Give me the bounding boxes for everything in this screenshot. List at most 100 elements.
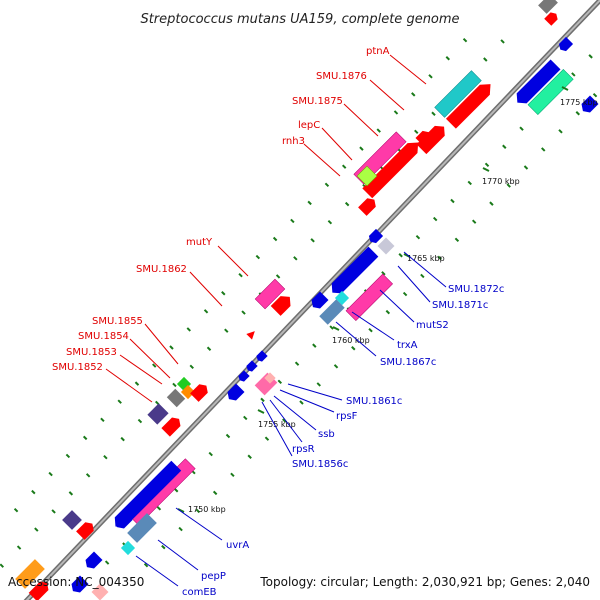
gene-pepP-feature[interactable] [127, 513, 157, 543]
track-dot [454, 237, 460, 243]
gene-label[interactable]: rnh3 [282, 136, 341, 177]
track-dot [156, 506, 162, 511]
gene-rnh3-feature[interactable] [415, 128, 434, 147]
gene-comEB-feature[interactable] [120, 540, 136, 556]
gene-mutY-feature[interactable] [254, 278, 296, 320]
gene-label[interactable]: ptnA [366, 46, 427, 85]
gene-1776b-feature[interactable] [579, 95, 599, 116]
gene-1750-forward-feature[interactable] [128, 458, 196, 526]
gene-1745b-feature[interactable] [28, 579, 52, 600]
track-dot [310, 238, 315, 243]
gene-SMU1871c-feature[interactable] [377, 237, 395, 255]
gene-SMU1876-feature[interactable] [416, 122, 449, 155]
track-dot [243, 415, 248, 421]
gene-label[interactable]: SMU.1871c [397, 265, 488, 311]
track-dot [368, 327, 373, 333]
track-dot [519, 126, 524, 131]
track-dot [104, 560, 110, 565]
gene-label[interactable]: SMU.1861c [287, 383, 402, 407]
track-dot [186, 327, 191, 332]
gene-label[interactable]: SMU.1862 [136, 264, 223, 307]
gene-label[interactable]: rpsF [279, 389, 358, 422]
gene-SMU1852-feature[interactable] [147, 403, 169, 425]
gene-label[interactable]: pepP [157, 539, 226, 582]
gene-SMU1872c-feature[interactable] [327, 246, 379, 298]
gene-uvrA-feature[interactable] [111, 460, 182, 532]
gene-1778b-feature[interactable] [544, 10, 560, 26]
gene-1776-feature[interactable] [557, 36, 574, 53]
track-dot [225, 433, 231, 439]
gene-label[interactable]: comEB [135, 555, 217, 598]
gene-label-text: SMU.1872c [448, 284, 504, 295]
gene-label-text: SMU.1861c [346, 396, 402, 407]
gene-1778-feature[interactable] [538, 0, 558, 14]
gene-1748-feature[interactable] [62, 510, 82, 530]
track-dot [571, 72, 576, 77]
reverse-gene-labels: SMU.1872c SMU.1871c mutS2 trxA SMU.1867c… [135, 251, 504, 598]
gene-label[interactable]: SMU.1856c [261, 401, 348, 470]
gene-label[interactable]: ssb [273, 395, 335, 440]
gene-label-text: SMU.1876 [316, 71, 367, 82]
track-dot [428, 74, 433, 79]
gene-label[interactable]: SMU.1867c [335, 321, 436, 368]
gene-1748b-feature[interactable] [76, 519, 97, 540]
track-dot [0, 563, 5, 568]
gene-SMU1854-feature[interactable] [166, 388, 186, 408]
gene-1767-feature[interactable] [367, 228, 384, 245]
track-dot [206, 346, 212, 351]
track-dot [277, 379, 283, 384]
gene-label[interactable]: lepC [298, 120, 353, 161]
track-dot [247, 454, 252, 459]
track-dot [502, 144, 507, 149]
gene-SMU1853-feature[interactable] [180, 384, 196, 400]
track-dot [203, 309, 209, 314]
gene-ptnA-feature[interactable] [434, 68, 496, 129]
gene-SMU1875-feature[interactable] [351, 126, 423, 199]
gene-1749-feature[interactable] [113, 511, 133, 532]
track-guides [0, 37, 598, 568]
gene-label[interactable]: uvrA [175, 507, 249, 551]
gene-1775-feature[interactable] [512, 58, 574, 119]
gene-mutS2-feature[interactable] [345, 273, 394, 322]
track-dot [294, 361, 300, 366]
gene-label-text: trxA [397, 340, 418, 351]
track-dot [221, 291, 226, 296]
track-dot [431, 111, 436, 116]
gene-label[interactable]: mutS2 [379, 289, 449, 331]
track-dot [445, 56, 451, 61]
track-dot [48, 471, 53, 477]
gene-label[interactable]: SMU.1872c [403, 251, 504, 295]
gene-label[interactable]: mutY [186, 237, 249, 277]
gene-label[interactable]: SMU.1853 [66, 347, 163, 385]
gene-label[interactable]: rpsR [269, 399, 315, 455]
track-dot [120, 436, 125, 442]
track-dot [65, 453, 71, 459]
gene-1745-feature[interactable] [15, 559, 45, 589]
track-dot [467, 180, 472, 186]
gene-lepC-feature[interactable] [356, 165, 378, 187]
track-dot [575, 111, 580, 116]
gene-label-text: rpsR [292, 444, 315, 455]
track-dot [31, 489, 36, 495]
kbp-tick-label: 1775 kbp [560, 98, 598, 107]
forward-small-genes[interactable] [161, 381, 210, 437]
track-dot [381, 271, 386, 276]
gene-label[interactable]: SMU.1875 [292, 96, 379, 137]
gene-label[interactable]: SMU.1876 [316, 71, 405, 111]
gene-label-text: uvrA [226, 540, 249, 551]
track-dot [137, 418, 143, 424]
gene-1746-feature[interactable] [69, 575, 89, 596]
forward-gene-labels: ptnA SMU.1876 SMU.1875 lepC rnh3 mutY SM… [52, 46, 427, 403]
gene-1747-feature[interactable] [83, 551, 103, 572]
gene-label[interactable]: SMU.1854 [78, 331, 171, 379]
gene-label[interactable]: trxA [351, 311, 418, 351]
gene-rnh3-small-feature[interactable] [358, 195, 379, 216]
gene-SMU1861c-feature[interactable] [254, 372, 278, 396]
gene-label[interactable]: SMU.1852 [52, 362, 153, 403]
gene-SMU1867c-feature[interactable] [319, 299, 345, 325]
track-dot [195, 508, 201, 514]
gene-label[interactable]: SMU.1855 [92, 316, 179, 365]
track-dot [85, 473, 91, 478]
gene-SMU1862-feature[interactable] [246, 328, 257, 340]
gene-1746b-feature[interactable] [91, 583, 109, 600]
